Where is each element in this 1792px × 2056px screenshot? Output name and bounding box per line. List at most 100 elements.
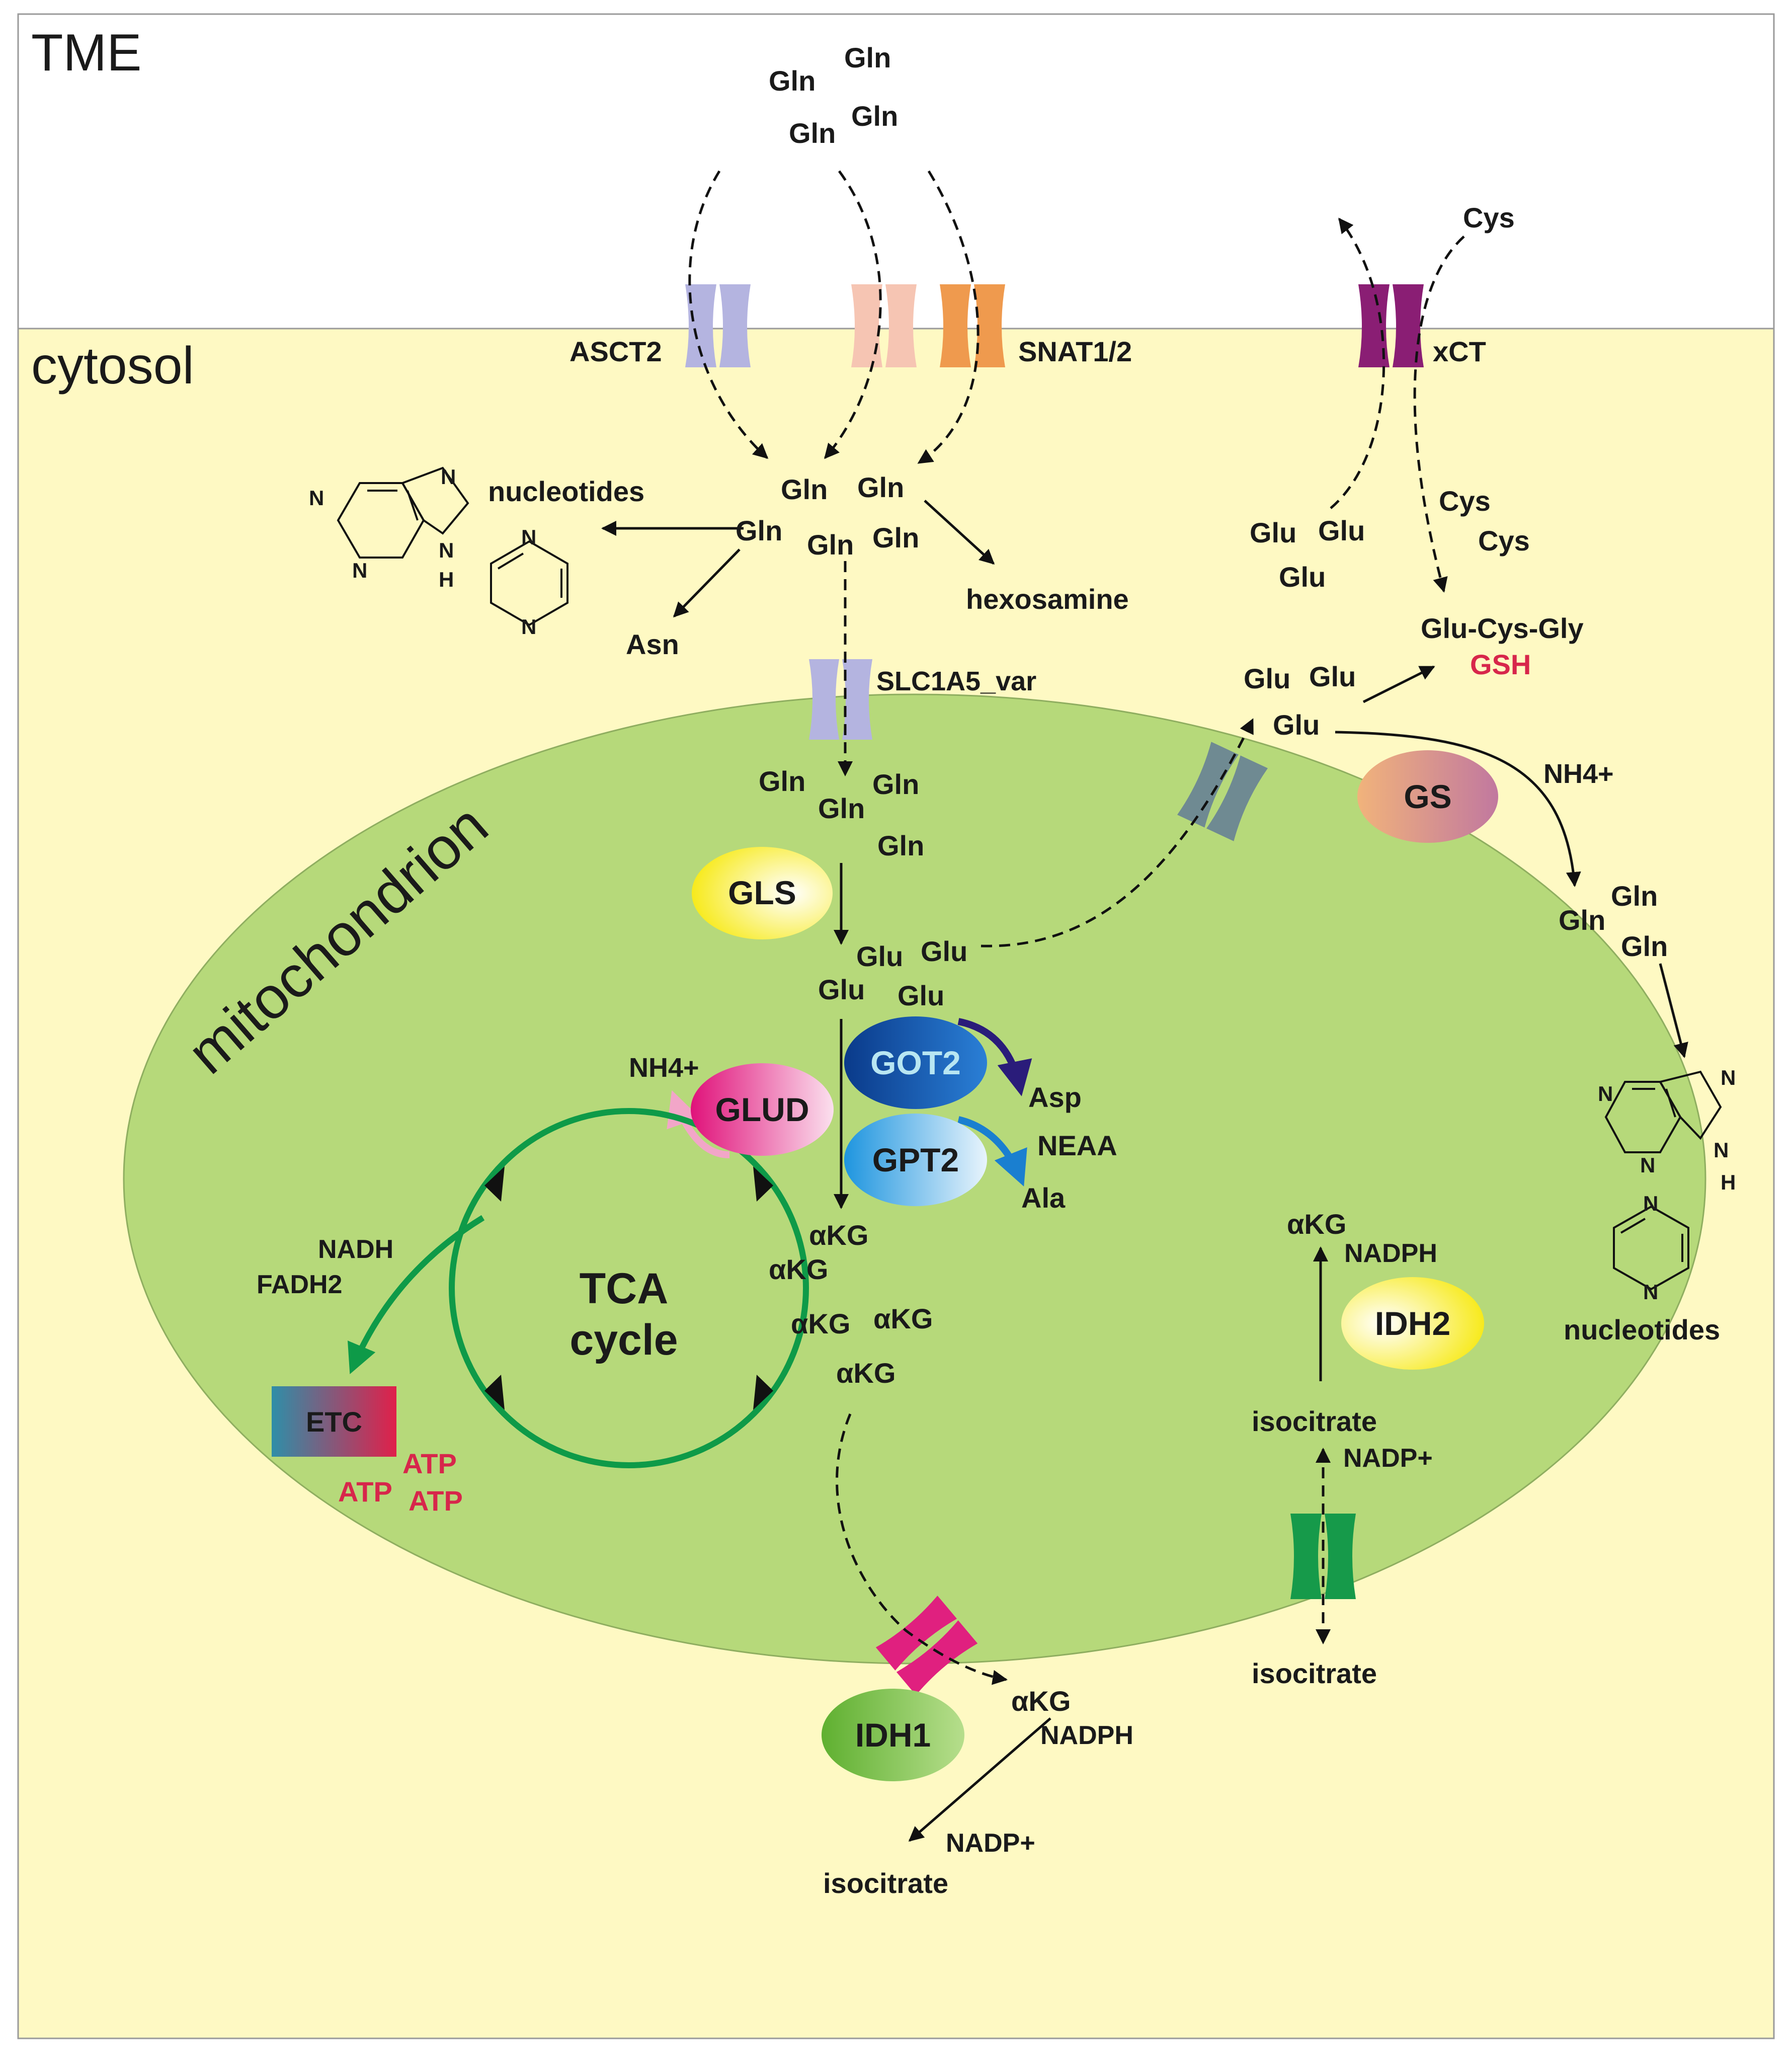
atp-label: ATP xyxy=(338,1476,392,1508)
tca-direction-arrows xyxy=(484,1166,773,1410)
isocitrate-label: isocitrate xyxy=(1252,1405,1377,1437)
got2-arrow xyxy=(957,1018,1032,1096)
asct2-label: ASCT2 xyxy=(569,336,662,367)
transporter-slc1a5-var xyxy=(809,659,872,740)
enzyme-gs: GS xyxy=(1357,750,1498,843)
gpt2-label: GPT2 xyxy=(872,1141,959,1178)
n-atom: N xyxy=(1643,1280,1658,1304)
n-atom: N xyxy=(439,538,454,562)
n-atom: N xyxy=(1598,1082,1613,1105)
hexosamine-label: hexosamine xyxy=(966,583,1129,615)
n-atom: N xyxy=(441,465,456,489)
n-atom: N xyxy=(352,559,367,582)
pyrazine-structure xyxy=(1613,1205,1689,1291)
gln-label: Gln xyxy=(1621,930,1668,962)
n-atom: N xyxy=(521,525,536,549)
atp-label: ATP xyxy=(402,1448,457,1479)
transporter-pink xyxy=(851,284,917,367)
got2-label: GOT2 xyxy=(870,1044,961,1081)
etc-box xyxy=(272,1386,396,1457)
gln-label: Gln xyxy=(1611,880,1658,912)
cys-label: Cys xyxy=(1463,202,1515,233)
enzyme-idh1: IDH1 xyxy=(822,1689,964,1781)
gln-label: Gln xyxy=(851,100,898,132)
glu-label: Glu xyxy=(1309,661,1356,692)
tca-to-etc-arrow xyxy=(347,1215,485,1375)
pyrazine-structure xyxy=(490,540,568,626)
glu-label: Glu xyxy=(1273,709,1320,741)
glu-cys-gly-label: Glu-Cys-Gly xyxy=(1421,612,1584,644)
transporter-isocitrate xyxy=(1290,1514,1356,1599)
asn-label: Asn xyxy=(626,628,679,660)
cys-label: Cys xyxy=(1478,525,1530,557)
purine-structure xyxy=(1604,1070,1722,1153)
ala-label: Ala xyxy=(1021,1182,1066,1214)
fadh2-label: FADH2 xyxy=(257,1270,342,1299)
transporter-asct2 xyxy=(685,284,751,367)
glu-label: Glu xyxy=(818,974,865,1005)
n-atom: N xyxy=(1640,1153,1655,1177)
asp-label: Asp xyxy=(1028,1081,1082,1113)
xct-label: xCT xyxy=(1433,336,1486,367)
gln-label: Gln xyxy=(872,768,919,800)
gsh-label: GSH xyxy=(1470,649,1531,680)
tca-label-line2: cycle xyxy=(569,1316,678,1364)
enzyme-glud: GLUD xyxy=(691,1063,834,1156)
cytosol-label: cytosol xyxy=(31,337,194,395)
transporter-glu-export xyxy=(1177,742,1268,841)
neaa-label: NEAA xyxy=(1037,1130,1117,1161)
gln-label: Gln xyxy=(877,830,924,861)
transporter-snat xyxy=(940,284,1005,367)
gln-label: Gln xyxy=(872,522,919,553)
tca-cycle-ring xyxy=(449,1108,809,1468)
h-atom: H xyxy=(439,568,454,591)
nh4-label: NH4+ xyxy=(1543,759,1614,789)
akg-label: αKG xyxy=(809,1219,868,1251)
glu-label: Glu xyxy=(921,935,967,967)
nh4-label: NH4+ xyxy=(629,1053,699,1083)
glu-label: Glu xyxy=(1318,515,1365,546)
nucleotides-label: nucleotides xyxy=(488,476,644,507)
snat-label: SNAT1/2 xyxy=(1018,336,1132,367)
gln-label: Gln xyxy=(1559,904,1605,936)
akg-label: αKG xyxy=(1287,1208,1346,1240)
idh1-label: IDH1 xyxy=(855,1716,931,1754)
etc-label: ETC xyxy=(306,1406,362,1438)
atp-label: ATP xyxy=(409,1485,463,1517)
glu-label: Glu xyxy=(1250,517,1296,548)
gln-label: Gln xyxy=(844,42,891,73)
akg-label: αKG xyxy=(873,1303,933,1334)
glud-arrow xyxy=(667,1090,730,1158)
gs-label: GS xyxy=(1404,778,1451,815)
akg-label: αKG xyxy=(791,1308,850,1339)
idh2-label: IDH2 xyxy=(1375,1305,1450,1342)
enzyme-idh2: IDH2 xyxy=(1341,1277,1484,1370)
isocitrate-label: isocitrate xyxy=(1252,1657,1377,1689)
nadph-label: NADPH xyxy=(1344,1239,1437,1268)
glu-label: Glu xyxy=(898,980,944,1011)
purine-structure xyxy=(337,466,469,559)
tme-label: TME xyxy=(31,24,142,82)
gpt2-arrow xyxy=(957,1116,1027,1187)
gln-label: Gln xyxy=(769,65,816,97)
nadp-label: NADP+ xyxy=(1343,1444,1433,1473)
gls-label: GLS xyxy=(728,874,796,911)
n-atom: N xyxy=(309,486,324,510)
akg-label: αKG xyxy=(836,1357,895,1389)
n-atom: N xyxy=(1643,1192,1658,1215)
nadph-label: NADPH xyxy=(1040,1721,1133,1750)
gln-label: Gln xyxy=(759,765,805,797)
transporter-akg-export xyxy=(875,1596,978,1695)
gln-label: Gln xyxy=(807,529,854,561)
enzyme-gpt2: GPT2 xyxy=(844,1114,987,1206)
gln-label: Gln xyxy=(781,473,828,505)
n-atom: N xyxy=(521,615,536,639)
akg-label: αKG xyxy=(1011,1685,1071,1717)
glu-label: Glu xyxy=(1279,561,1326,593)
h-atom: H xyxy=(1721,1170,1736,1194)
tme-region xyxy=(17,13,1775,330)
nucleotides-label: nucleotides xyxy=(1564,1314,1720,1346)
nadp-label: NADP+ xyxy=(946,1829,1035,1858)
akg-label: αKG xyxy=(769,1253,828,1285)
